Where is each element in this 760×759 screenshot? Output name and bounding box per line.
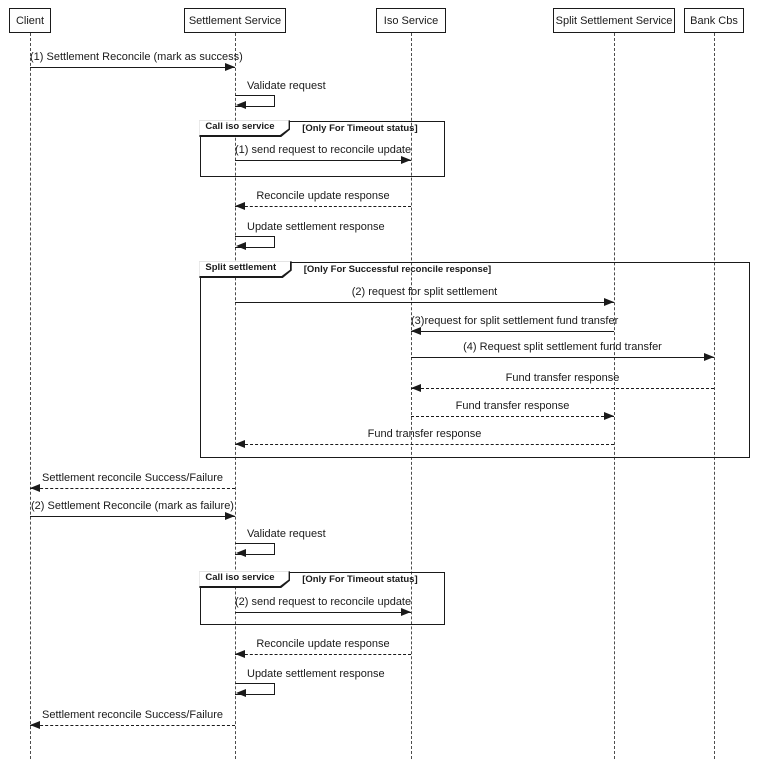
message-line <box>235 612 411 613</box>
self-message-label: Validate request <box>247 528 326 540</box>
lifeline-iso <box>410 33 412 759</box>
participant-box-bank: Bank Cbs <box>684 8 744 33</box>
arrowhead-icon <box>236 242 246 250</box>
fragment-label-tab: Call iso service <box>199 120 290 137</box>
arrowhead-icon <box>30 721 40 729</box>
fragment-label: Call iso service <box>199 571 288 586</box>
participant-label: Bank Cbs <box>690 14 738 27</box>
message-label: (2) request for split settlement <box>351 286 498 298</box>
fragment-label-tab: Call iso service <box>199 571 290 588</box>
self-message-loop <box>235 683 275 695</box>
arrowhead-icon <box>225 63 235 71</box>
participant-label: Iso Service <box>383 14 439 27</box>
participant-box-settlement: Settlement Service <box>184 8 286 33</box>
arrowhead-icon <box>604 412 614 420</box>
message-label: Settlement reconcile Success/Failure <box>42 709 223 721</box>
arrowhead-icon <box>236 101 246 109</box>
self-message-loop <box>235 543 275 555</box>
arrowhead-icon <box>401 156 411 164</box>
message-line <box>30 488 235 489</box>
message-line <box>235 444 614 445</box>
participant-box-iso: Iso Service <box>376 8 446 33</box>
fragment-box-2: Call iso service [Only For Timeout status… <box>200 572 445 625</box>
message-label: Fund transfer response <box>367 428 482 440</box>
message-label: Reconcile update response <box>256 638 390 650</box>
arrowhead-icon <box>225 512 235 520</box>
message-line <box>411 416 614 417</box>
fragment-header: Call iso service [Only For Timeout status… <box>199 571 418 588</box>
message-label: (4) Request split settlement fund transf… <box>463 341 662 353</box>
arrowhead-icon <box>236 549 246 557</box>
message-label: Reconcile update response <box>256 190 390 202</box>
message-line <box>235 302 614 303</box>
message-label: (2) Settlement Reconcile (mark as failur… <box>31 500 234 512</box>
arrowhead-icon <box>704 353 714 361</box>
arrowhead-icon <box>411 327 421 335</box>
participant-label: Split Settlement Service <box>555 14 673 27</box>
lifeline-client <box>29 33 31 759</box>
message-label: (3)request for split settlement fund tra… <box>411 315 619 327</box>
message-line <box>235 160 411 161</box>
self-message-loop <box>235 95 275 107</box>
lifeline-settlement <box>234 33 236 759</box>
arrowhead-icon <box>235 202 245 210</box>
fragment-label-tab: Split settlement <box>199 261 291 278</box>
self-message-label: Validate request <box>247 80 326 92</box>
self-message-label: Update settlement response <box>247 221 385 233</box>
self-message-loop <box>235 236 275 248</box>
message-line <box>235 206 411 207</box>
arrowhead-icon <box>401 608 411 616</box>
arrowhead-icon <box>411 384 421 392</box>
message-line <box>235 654 411 655</box>
fragment-header: Split settlement [Only For Successful rec… <box>199 261 491 278</box>
fragment-box-0: Call iso service [Only For Timeout status… <box>200 121 445 177</box>
participant-box-client: Client <box>9 8 51 33</box>
message-line <box>411 357 714 358</box>
fragment-guard: [Only For Timeout status] <box>302 574 418 586</box>
message-label: (2) send request to reconcile update <box>235 596 412 608</box>
arrowhead-icon <box>604 298 614 306</box>
participant-label: Settlement Service <box>188 14 282 27</box>
self-message-label: Update settlement response <box>247 668 385 680</box>
message-line <box>411 388 714 389</box>
message-label: (1) send request to reconcile update <box>235 144 412 156</box>
message-line <box>30 67 235 68</box>
arrowhead-icon <box>235 650 245 658</box>
lifeline-split <box>613 33 615 759</box>
message-line <box>30 516 235 517</box>
message-line <box>30 725 235 726</box>
message-label: Settlement reconcile Success/Failure <box>42 472 223 484</box>
fragment-header: Call iso service [Only For Timeout status… <box>199 120 418 137</box>
lifeline-bank <box>713 33 715 759</box>
participant-box-split: Split Settlement Service <box>553 8 675 33</box>
message-label: Fund transfer response <box>505 372 620 384</box>
arrowhead-icon <box>235 440 245 448</box>
fragment-label: Split settlement <box>199 261 290 276</box>
message-label: Fund transfer response <box>455 400 570 412</box>
participant-label: Client <box>15 14 45 27</box>
fragment-guard: [Only For Successful reconcile response] <box>303 264 492 276</box>
fragment-box-1: Split settlement [Only For Successful rec… <box>200 262 750 458</box>
arrowhead-icon <box>236 689 246 697</box>
message-line <box>411 331 614 332</box>
fragment-label: Call iso service <box>199 120 288 135</box>
arrowhead-icon <box>30 484 40 492</box>
message-label: (1) Settlement Reconcile (mark as succes… <box>30 51 243 63</box>
fragment-guard: [Only For Timeout status] <box>302 123 418 135</box>
